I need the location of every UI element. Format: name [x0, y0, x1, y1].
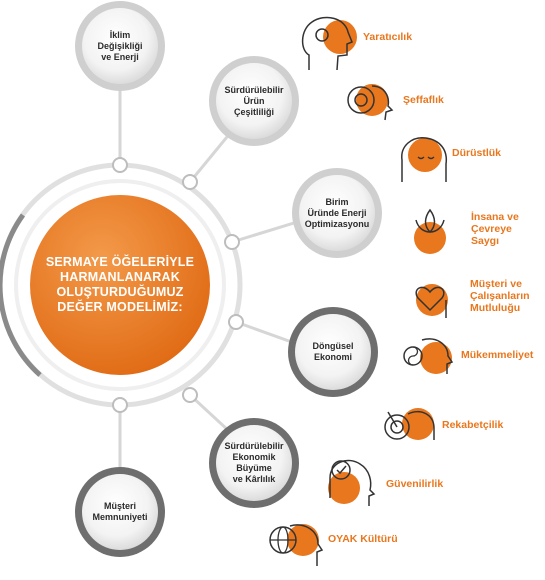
capital-circle	[216, 425, 292, 501]
connector-dot	[182, 174, 198, 190]
connector-dot	[112, 157, 128, 173]
capital-label-energy-optimization: Birim Üründe Enerji Optimizasyonu	[304, 196, 370, 229]
value-label-creativity: Yaratıcılık	[363, 31, 413, 43]
capital-circles	[75, 1, 382, 557]
capital-label-economic-growth: Sürdürülebilir Ekonomik Büyüme ve Kârlıl…	[224, 441, 284, 484]
outer-ring-accent	[0, 213, 42, 377]
value-label-competition: Rekabetçilik	[442, 419, 504, 431]
value-label-honesty: Dürüstlük	[452, 147, 502, 159]
value-label-reliability: Güvenilirlik	[386, 478, 444, 490]
value-label-culture: OYAK Kültürü	[328, 533, 398, 545]
creativity-head-icon	[301, 16, 357, 71]
connector-dot	[228, 314, 244, 330]
capital-circle	[295, 314, 371, 390]
capital-circle	[216, 63, 292, 139]
connector-dot	[224, 234, 240, 250]
hub-title: SERMAYE ÖĞELERİYLE HARMANLANARAK OLUŞTUR…	[45, 255, 195, 314]
honesty-head-icon	[401, 137, 448, 182]
connector-dot	[112, 397, 128, 413]
value-label-respect: İnsana ve Çevreye Saygı	[471, 211, 519, 247]
value-label-transparency: Şeffaflık	[403, 94, 444, 106]
respect-lotus-icon	[414, 208, 446, 254]
capital-circle	[82, 474, 158, 550]
capital-label-product-diversity: Sürdürülebilir Ürün Çeşitliliği	[224, 84, 284, 117]
reliability-check-head-icon	[328, 459, 376, 506]
capital-circle	[299, 175, 375, 251]
competition-target-icon	[384, 408, 435, 440]
value-label-happiness: Müşteri ve Çalışanların Mutluluğu	[470, 278, 530, 314]
value-label-excellence: Mükemmeliyet	[461, 349, 534, 361]
value-icons	[269, 16, 454, 566]
inner-ring	[14, 179, 226, 391]
capital-label-circular-economy: Döngüsel Ekonomi	[312, 341, 354, 362]
capital-label-climate: İklim Değişikliği ve Enerji	[97, 29, 143, 62]
hub-circle	[30, 195, 210, 375]
culture-globe-head-icon	[269, 524, 324, 566]
capital-label-customer-satisfaction: Müşteri Memnuniyeti	[92, 501, 148, 522]
connector-dot	[182, 387, 198, 403]
happiness-heart-head-icon	[415, 284, 448, 318]
transparency-head-icon	[347, 84, 394, 121]
excellence-yinyang-head-icon	[403, 338, 454, 374]
connector-dots	[112, 157, 244, 413]
capital-circle	[82, 8, 158, 84]
